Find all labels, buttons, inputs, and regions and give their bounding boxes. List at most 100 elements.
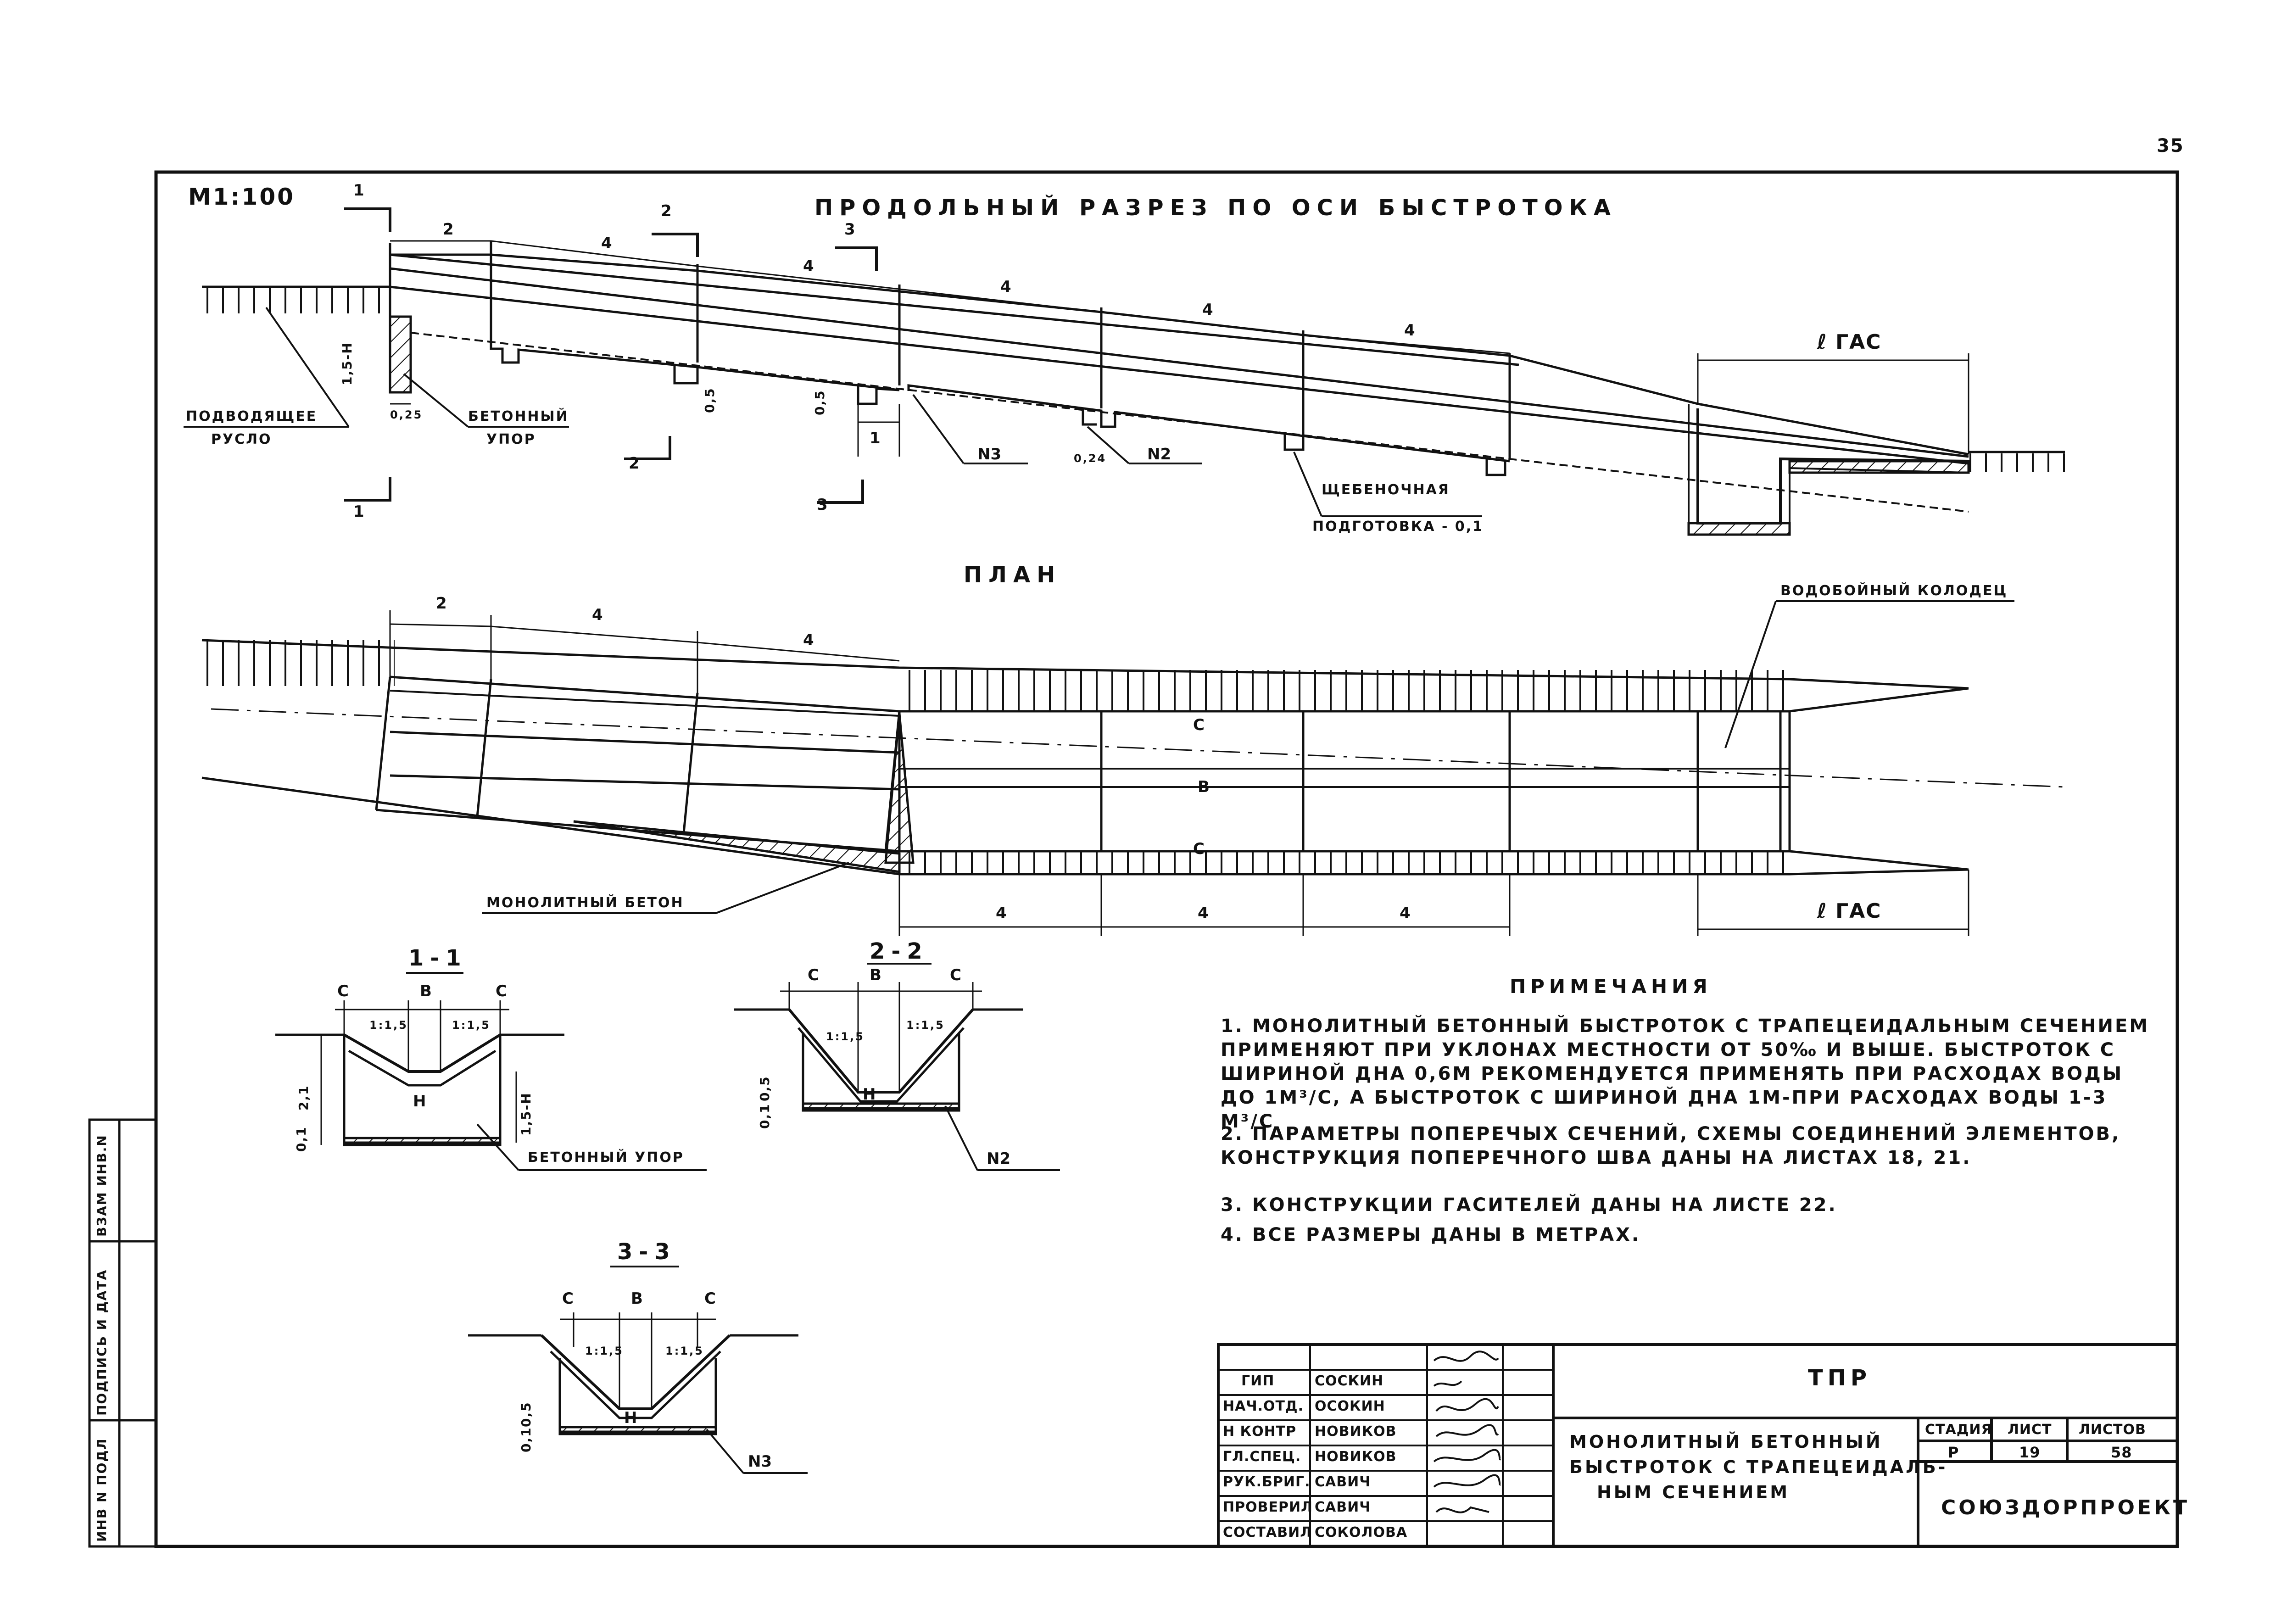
section-2-2-drawing — [734, 963, 1060, 1171]
signature-scribbles — [1433, 1351, 1501, 1513]
stamp-name: САВИЧ — [1315, 1474, 1371, 1490]
plan-title: ПЛАН — [964, 562, 1062, 588]
plan-c-mark: c — [1193, 840, 1205, 858]
s2-c-right: c — [950, 966, 961, 984]
scale-label: М1:100 — [188, 184, 295, 210]
supply-channel-label: ПОДВОДЯЩЕЕ — [186, 408, 318, 424]
concrete-stop-label-2: УПОР — [486, 431, 536, 447]
s3-b: в — [631, 1289, 643, 1308]
s2-h: h — [863, 1085, 876, 1104]
segment-dim: 4 — [1202, 301, 1213, 319]
s3-h: h — [624, 1409, 637, 1427]
stamp-role: ГЛ.СПЕЦ. — [1223, 1449, 1301, 1465]
supply-channel-label-2: РУСЛО — [211, 431, 272, 447]
s1-base: 0,1 — [294, 1126, 309, 1152]
stamp-name: НОВИКОВ — [1315, 1423, 1397, 1440]
s3-label: N3 — [748, 1452, 772, 1471]
s3-base: 0,1 — [519, 1427, 534, 1452]
s1-label: БЕТОННЫЙ УПОР — [528, 1150, 684, 1166]
segment-dim: 2 — [443, 220, 454, 239]
s2-slope-left: 1:1,5 — [826, 1030, 865, 1043]
s1-slope-right: 1:1,5 — [452, 1019, 491, 1032]
plan-dim: 4 — [1400, 904, 1411, 922]
note-item-3: 3. КОНСТРУКЦИИ ГАСИТЕЛЕЙ ДАНЫ НА ЛИСТЕ 2… — [1221, 1194, 1837, 1216]
sheets-value: 58 — [2111, 1444, 2132, 1461]
organization-name: СОЮЗДОРПРОЕКТ — [1941, 1496, 2190, 1519]
stamp-role: НАЧ.ОТД. — [1223, 1398, 1304, 1414]
stamp-name: САВИЧ — [1315, 1499, 1371, 1515]
profile-title: ПРОДОЛЬНЫЙ РАЗРЕЗ ПО ОСИ БЫСТРОТОКА — [814, 195, 1617, 221]
s2-slope-right: 1:1,5 — [906, 1019, 945, 1032]
s1-h-rest: 1,5-h — [519, 1092, 534, 1136]
l-gas-label: ℓ гас — [1817, 330, 1882, 354]
note-item-4: 4. ВСЕ РАЗМЕРЫ ДАНЫ В МЕТРАХ. — [1221, 1224, 1641, 1245]
plan-drawing — [201, 600, 2065, 936]
stilling-basin-label: ВОДОБОЙНЫЙ КОЛОДЕЦ — [1780, 583, 2008, 599]
sheet-header: ЛИСТ — [2008, 1422, 2052, 1438]
note-item-2: 2. ПАРАМЕТРЫ ПОПЕРЕЧЫХ СЕЧЕНИЙ, СХЕМЫ СО… — [1221, 1123, 2121, 1168]
plan-dim: 4 — [803, 631, 814, 649]
side-sign-date: ПОДПИСЬ И ДАТА — [94, 1269, 109, 1416]
sheet-value: 19 — [2019, 1444, 2041, 1461]
s3-slope-right: 1:1,5 — [665, 1345, 704, 1357]
note-item-1: 1. МОНОЛИТНЫЙ БЕТОННЫЙ БЫСТРОТОК С ТРАПЕ… — [1221, 1016, 2150, 1132]
monolithic-concrete-label: МОНОЛИТНЫЙ БЕТОН — [486, 895, 684, 911]
plan-dim: 4 — [592, 606, 603, 624]
stamp-name: СОКОЛОВА — [1315, 1524, 1408, 1540]
s2-b: в — [870, 966, 881, 984]
section-mark: 2 — [661, 202, 672, 220]
section-mark: 2 — [629, 454, 640, 473]
drawing-title-line-2: БЫСТРОТОК С ТРАПЕЦЕИДАЛЬ- — [1569, 1457, 1948, 1477]
section-mark: 1 — [353, 181, 364, 200]
drawing-title-line-1: МОНОЛИТНЫЙ БЕТОННЫЙ — [1569, 1432, 1883, 1452]
section-3-3-drawing — [468, 1266, 808, 1474]
side-replace-inv: ВЗАМ ИНВ.N — [94, 1134, 109, 1237]
s3-slope-left: 1:1,5 — [585, 1345, 624, 1357]
s1-height: 2,1 — [296, 1085, 311, 1111]
dim-05: 0,5 — [812, 390, 827, 415]
plan-dim: 2 — [436, 594, 447, 613]
section-3-3-title: 3-3 — [617, 1239, 676, 1265]
s3-c-right: c — [704, 1289, 716, 1308]
gravel-label: ЩЕБЕНОЧНАЯ — [1322, 482, 1450, 498]
title-block-frame — [1217, 1343, 2179, 1548]
s1-b: в — [420, 982, 432, 1000]
s3-height: 0,5 — [519, 1401, 534, 1427]
stamp-role: СОСТАВИЛ — [1223, 1524, 1312, 1540]
plan-b-mark: в — [1198, 778, 1210, 796]
plan-dim: 4 — [996, 904, 1007, 922]
drawing-code: ТПР — [1808, 1365, 1872, 1391]
s1-h: h — [413, 1092, 426, 1111]
stamp-name: СОСКИН — [1315, 1373, 1384, 1389]
stage-header: СТАДИЯ — [1925, 1422, 1992, 1438]
section-1-1-drawing — [275, 972, 707, 1171]
s1-c-left: c — [337, 982, 349, 1000]
stamp-role: ГИП — [1241, 1373, 1275, 1389]
segment-dim: 4 — [1000, 278, 1011, 296]
drawing-title-line-3: НЫМ СЕЧЕНИЕМ — [1597, 1482, 1790, 1502]
page-number: 35 — [2157, 135, 2184, 156]
concrete-stop-label: БЕТОННЫЙ — [468, 408, 569, 424]
s3-c-left: c — [562, 1289, 574, 1308]
stamp-name: НОВИКОВ — [1315, 1449, 1397, 1465]
gravel-label-2: ПОДГОТОВКА - 0,1 — [1312, 519, 1484, 535]
section-mark: 3 — [844, 220, 855, 239]
s1-slope-left: 1:1,5 — [369, 1019, 408, 1032]
depth-dim: 1,5-h — [340, 342, 355, 385]
section-2-2-title: 2-2 — [870, 938, 929, 964]
s2-c-left: c — [808, 966, 819, 984]
s2-base: 0,1 — [757, 1103, 772, 1129]
section-mark: 1 — [353, 502, 364, 521]
stamp-name: ОСОКИН — [1315, 1398, 1385, 1414]
plan-l-gas-label: ℓ гас — [1817, 899, 1882, 923]
stamp-role: ПРОВЕРИЛ — [1223, 1499, 1313, 1515]
sheet-frame — [154, 170, 2179, 1548]
stamp-role: Н КОНТР — [1223, 1423, 1297, 1440]
stamp-role: РУК.БРИГ. — [1223, 1474, 1311, 1490]
n2-label: N2 — [1147, 445, 1171, 463]
segment-dim: 4 — [601, 234, 612, 252]
stage-value: Р — [1948, 1444, 1959, 1461]
plan-c-mark: c — [1193, 716, 1205, 734]
plan-dim: 4 — [1198, 904, 1209, 922]
segment-dim: 4 — [803, 257, 814, 275]
